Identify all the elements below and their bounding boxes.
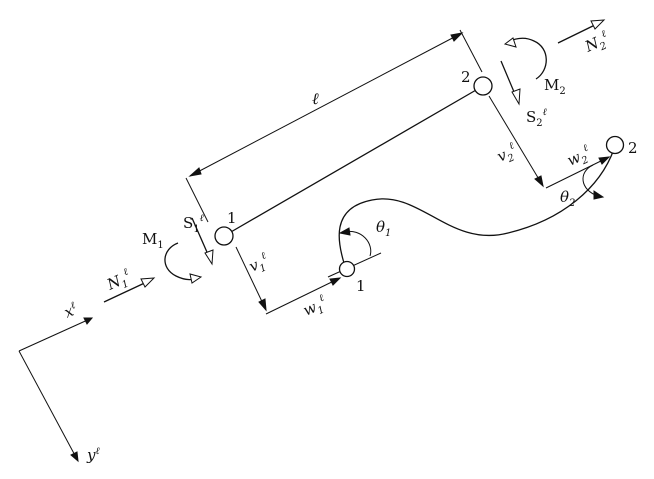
w2-arrowhead xyxy=(598,156,611,165)
N1-label: N1ℓ xyxy=(103,267,134,297)
node-2-label: 2 xyxy=(461,68,471,86)
length-arrowhead-2 xyxy=(450,32,464,42)
x-axis-line xyxy=(18,317,93,352)
v1-arrowhead xyxy=(258,298,267,312)
y-axis-label: yℓ xyxy=(86,446,100,464)
y-axis-line xyxy=(18,350,79,462)
M1-arrowhead xyxy=(189,273,203,284)
w1-label: w1ℓ xyxy=(300,293,330,323)
deformed-curve xyxy=(338,148,615,264)
v1-line xyxy=(235,246,267,311)
M2-arrowhead xyxy=(503,37,517,48)
N1-arrowhead xyxy=(140,277,156,288)
x-axis-label: xℓ xyxy=(61,300,80,322)
undeformed-beam: ℓ 1 2 xyxy=(185,29,493,246)
w2-line xyxy=(545,156,610,189)
node-1-circle xyxy=(214,226,234,246)
deformed-node-1-label: 1 xyxy=(356,277,366,295)
theta1-arrowhead xyxy=(338,227,351,236)
M2-label: M2 xyxy=(544,76,566,97)
v1-label: v1ℓ xyxy=(246,251,272,279)
v2-arrowhead xyxy=(534,175,544,188)
M2-arc xyxy=(507,37,547,80)
v2-line xyxy=(488,95,544,187)
length-extension-2 xyxy=(459,29,483,73)
length-extension-1 xyxy=(185,177,209,223)
theta1-reference-line xyxy=(327,252,382,278)
S2-arrowhead xyxy=(511,88,521,106)
x-axis-arrowhead xyxy=(83,317,94,325)
local-axes: xℓ yℓ xyxy=(18,300,100,464)
length-label: ℓ xyxy=(312,89,319,108)
v2-label: v2ℓ xyxy=(494,141,520,169)
deformed-node-2-circle xyxy=(605,135,625,155)
theta1-label: θ1 xyxy=(376,218,391,239)
length-arrowhead-1 xyxy=(188,167,202,177)
N2-arrowhead xyxy=(590,19,606,30)
node-1-forces: N1ℓ S1ℓ M1 v1ℓ xyxy=(103,213,272,312)
theta2-arrowhead xyxy=(593,190,605,200)
N2-label: N2ℓ xyxy=(581,29,612,59)
node-1-label: 1 xyxy=(227,209,237,227)
deformed-node-1-circle xyxy=(338,260,356,278)
node-2-forces: N2ℓ S2ℓ M2 v2ℓ xyxy=(488,19,612,188)
M1-label: M1 xyxy=(142,230,164,251)
node-2-circle xyxy=(473,76,493,96)
y-axis-arrowhead xyxy=(70,451,79,463)
S1-arrowhead xyxy=(204,249,214,266)
deformed-node-2-label: 2 xyxy=(628,139,638,157)
M1-arc xyxy=(164,242,199,281)
deformed-beam: w1ℓ w2ℓ θ1 θ2 1 2 xyxy=(265,135,638,323)
length-dimension-line xyxy=(189,32,463,177)
w2-label: w2ℓ xyxy=(564,143,594,173)
w1-line xyxy=(265,277,341,315)
w1-arrowhead xyxy=(329,277,342,286)
beam-line xyxy=(223,85,484,237)
S1-label: S1ℓ xyxy=(183,213,204,235)
S2-label: S2ℓ xyxy=(526,107,547,129)
theta2-label: θ2 xyxy=(560,188,575,209)
